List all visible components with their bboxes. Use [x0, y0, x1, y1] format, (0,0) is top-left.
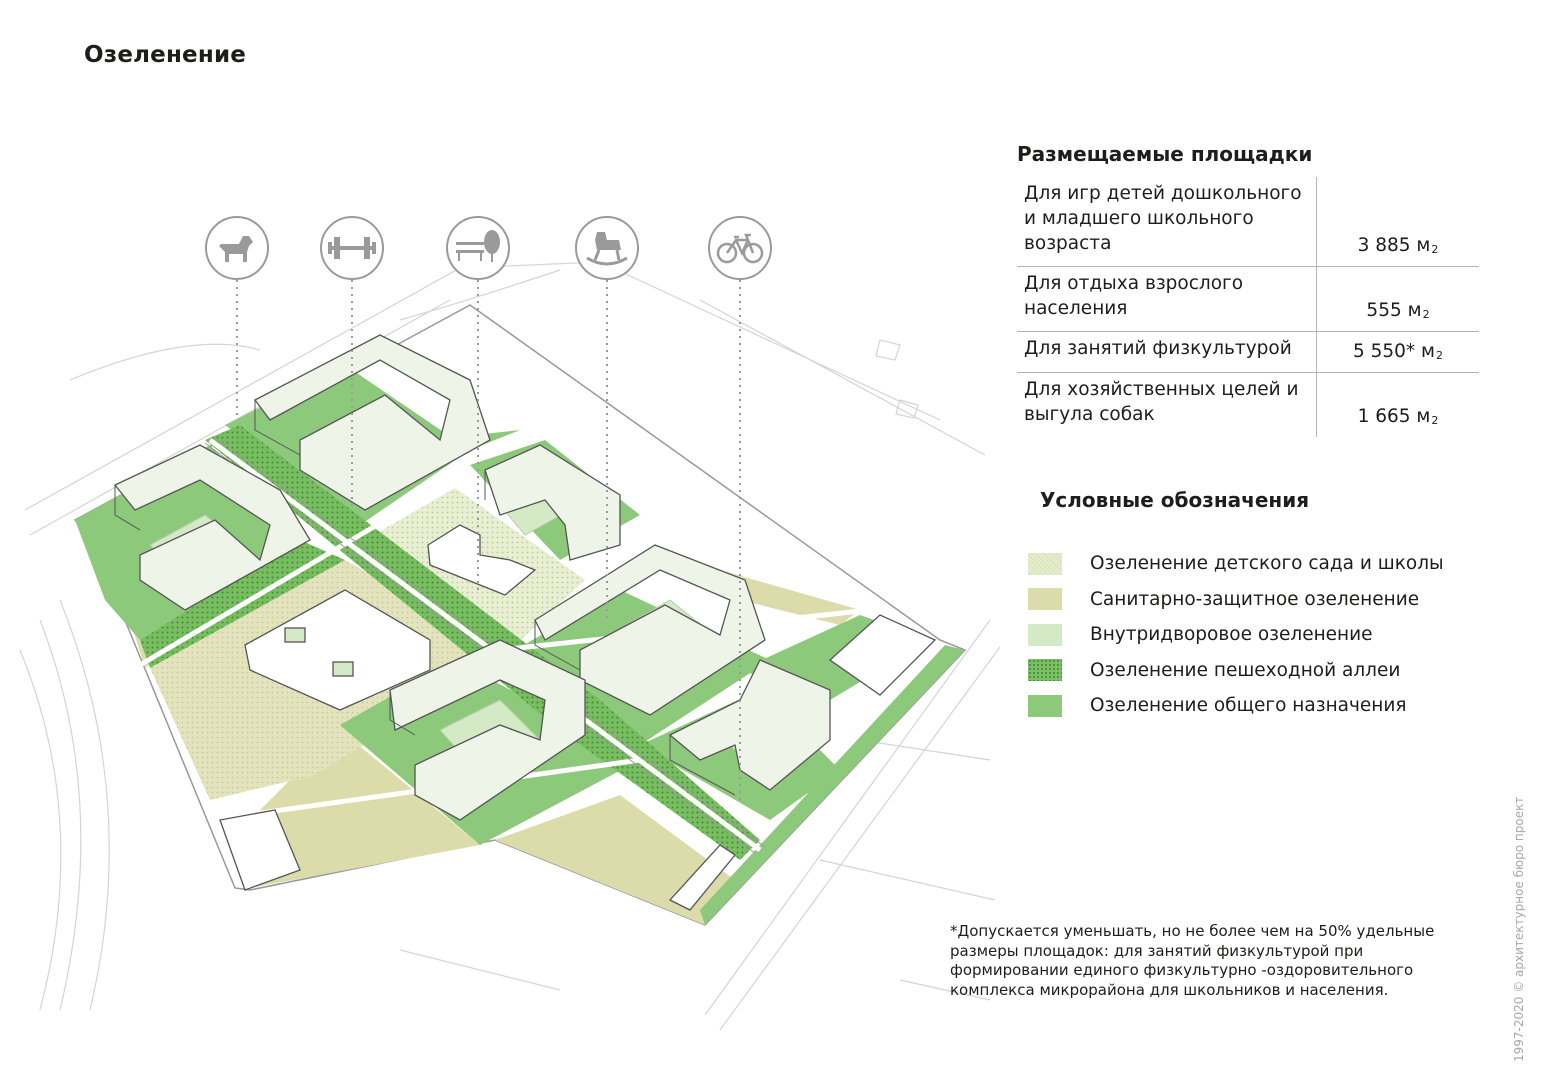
- copyright: 1997-2020 © архитектурное бюро проект: [1512, 796, 1526, 1062]
- bench-tree-icon: [446, 216, 510, 280]
- building-edges: [114, 400, 736, 796]
- legend-item: Санитарно-защитное озеленение: [1028, 582, 1444, 618]
- legend-swatch: [1028, 659, 1062, 682]
- legend-swatch: [1028, 694, 1062, 717]
- areas-table: Для игр детей дошкольного и младшего шко…: [1017, 177, 1479, 437]
- dog-icon: [205, 216, 269, 280]
- path-edges: [204, 436, 766, 854]
- legend-heading: Условные обозначения: [1040, 488, 1310, 512]
- site-plan-diagram: [19, 216, 1000, 1031]
- area-label: Для игр детей дошкольного и младшего шко…: [1017, 177, 1317, 266]
- legend-item: Озеленение пешеходной аллеи: [1028, 653, 1444, 689]
- table-row: Для хозяйственных целей и выгула собак 1…: [1017, 373, 1479, 437]
- footnote: *Допускается уменьшать, но не более чем …: [950, 922, 1435, 999]
- area-label: Для занятий физкультурой: [1017, 332, 1317, 372]
- legend: Озеленение детского сада и школы Санитар…: [1028, 546, 1444, 724]
- legend-item: Внутридворовое озеленение: [1028, 617, 1444, 653]
- areas-heading: Размещаемые площадки: [1017, 142, 1313, 166]
- legend-swatch: [1028, 623, 1062, 646]
- buildings: [113, 334, 937, 911]
- barbell-icon: [320, 216, 384, 280]
- page-title: Озеленение: [84, 42, 247, 68]
- legend-item: Озеленение детского сада и школы: [1028, 546, 1444, 582]
- legend-swatch: [1028, 588, 1062, 611]
- bicycle-icon: [708, 216, 772, 280]
- legend-label: Озеленение общего назначения: [1090, 695, 1407, 717]
- area-label: Для хозяйственных целей и выгула собак: [1017, 373, 1317, 437]
- icon-leaders: [236, 280, 741, 800]
- legend-swatch: [1028, 552, 1062, 575]
- rocking-horse-icon: [575, 216, 639, 280]
- legend-label: Озеленение пешеходной аллеи: [1090, 659, 1401, 681]
- legend-label: Санитарно-защитное озеленение: [1090, 588, 1420, 610]
- area-label: Для отдыха взрослого населения: [1017, 267, 1317, 331]
- legend-label: Озеленение детского сада и школы: [1090, 553, 1444, 575]
- legend-label: Внутридворовое озеленение: [1090, 624, 1373, 646]
- legend-item: Озеленение общего назначения: [1028, 688, 1444, 724]
- table-row: Для игр детей дошкольного и младшего шко…: [1017, 177, 1479, 267]
